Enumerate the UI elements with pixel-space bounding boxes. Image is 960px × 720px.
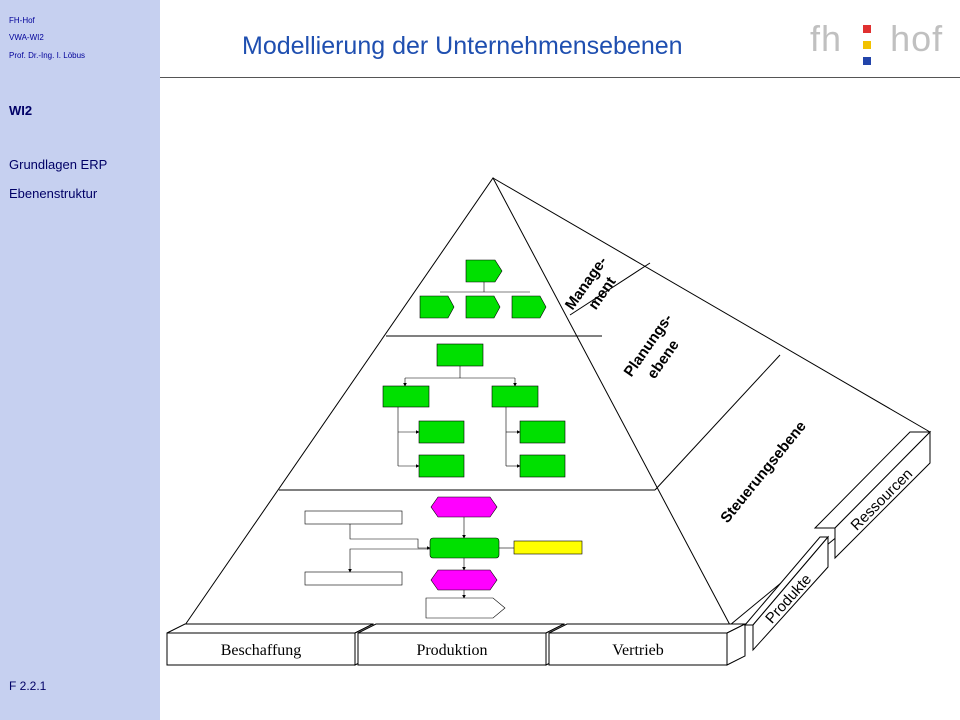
logo-right-text: hof: [890, 18, 944, 59]
planning-node: [491, 385, 539, 408]
event-node: [430, 569, 498, 591]
process-interface-node: [425, 597, 506, 619]
topic-label: Grundlagen ERP: [9, 157, 108, 172]
management-process: [419, 259, 547, 319]
event-node: [430, 496, 498, 518]
function-node: [511, 295, 547, 319]
level-label-control: Steuerungsebene: [717, 418, 809, 527]
author-label: Prof. Dr.-Ing. I. Löbus: [9, 51, 86, 60]
org-label: FH-Hof: [9, 16, 35, 25]
section-label: WI2: [9, 103, 33, 118]
page-title: Modellierung der Unternehmensebenen: [242, 32, 683, 60]
info-object: [304, 571, 403, 586]
pyramid-outline: [184, 177, 931, 626]
function-box-vertrieb: [548, 632, 728, 666]
slide-id: F 2.2.1: [9, 679, 47, 693]
function-label-vertrieb: Vertrieb: [612, 642, 664, 659]
planning-leaf-node: [418, 420, 465, 444]
function-base: [166, 623, 746, 666]
fh-hof-logo: fh hof: [810, 18, 944, 66]
planning-leaf-node: [519, 454, 566, 478]
planning-tree: [382, 343, 566, 478]
info-object: [304, 510, 403, 525]
function-node: [419, 295, 455, 319]
function-label-produktion: Produktion: [416, 642, 487, 659]
ressourcen-box-face: [834, 430, 931, 560]
function-label-beschaffung: Beschaffung: [221, 642, 302, 659]
header-divider: [160, 77, 960, 78]
planning-root-node: [436, 343, 484, 367]
subtopic-label: Ebenenstruktur: [9, 186, 98, 201]
dimension-boxes: [743, 430, 932, 652]
course-label: VWA-WI2: [9, 33, 44, 42]
produkte-box-face: [752, 535, 829, 652]
logo-left-text: fh: [810, 18, 843, 59]
function-box-produktion: [357, 632, 547, 666]
org-unit-node: [513, 540, 583, 555]
function-node: [465, 295, 501, 319]
planning-node: [382, 385, 430, 408]
control-process: [304, 496, 583, 619]
function-node: [465, 259, 503, 283]
planning-leaf-node: [519, 420, 566, 444]
sidebar: FH-Hof VWA-WI2 Prof. Dr.-Ing. I. Löbus W…: [0, 0, 160, 720]
function-box-beschaffung: [166, 632, 356, 666]
function-node: [429, 537, 500, 559]
logo-dots-icon: [853, 23, 879, 66]
planning-leaf-node: [418, 454, 465, 478]
